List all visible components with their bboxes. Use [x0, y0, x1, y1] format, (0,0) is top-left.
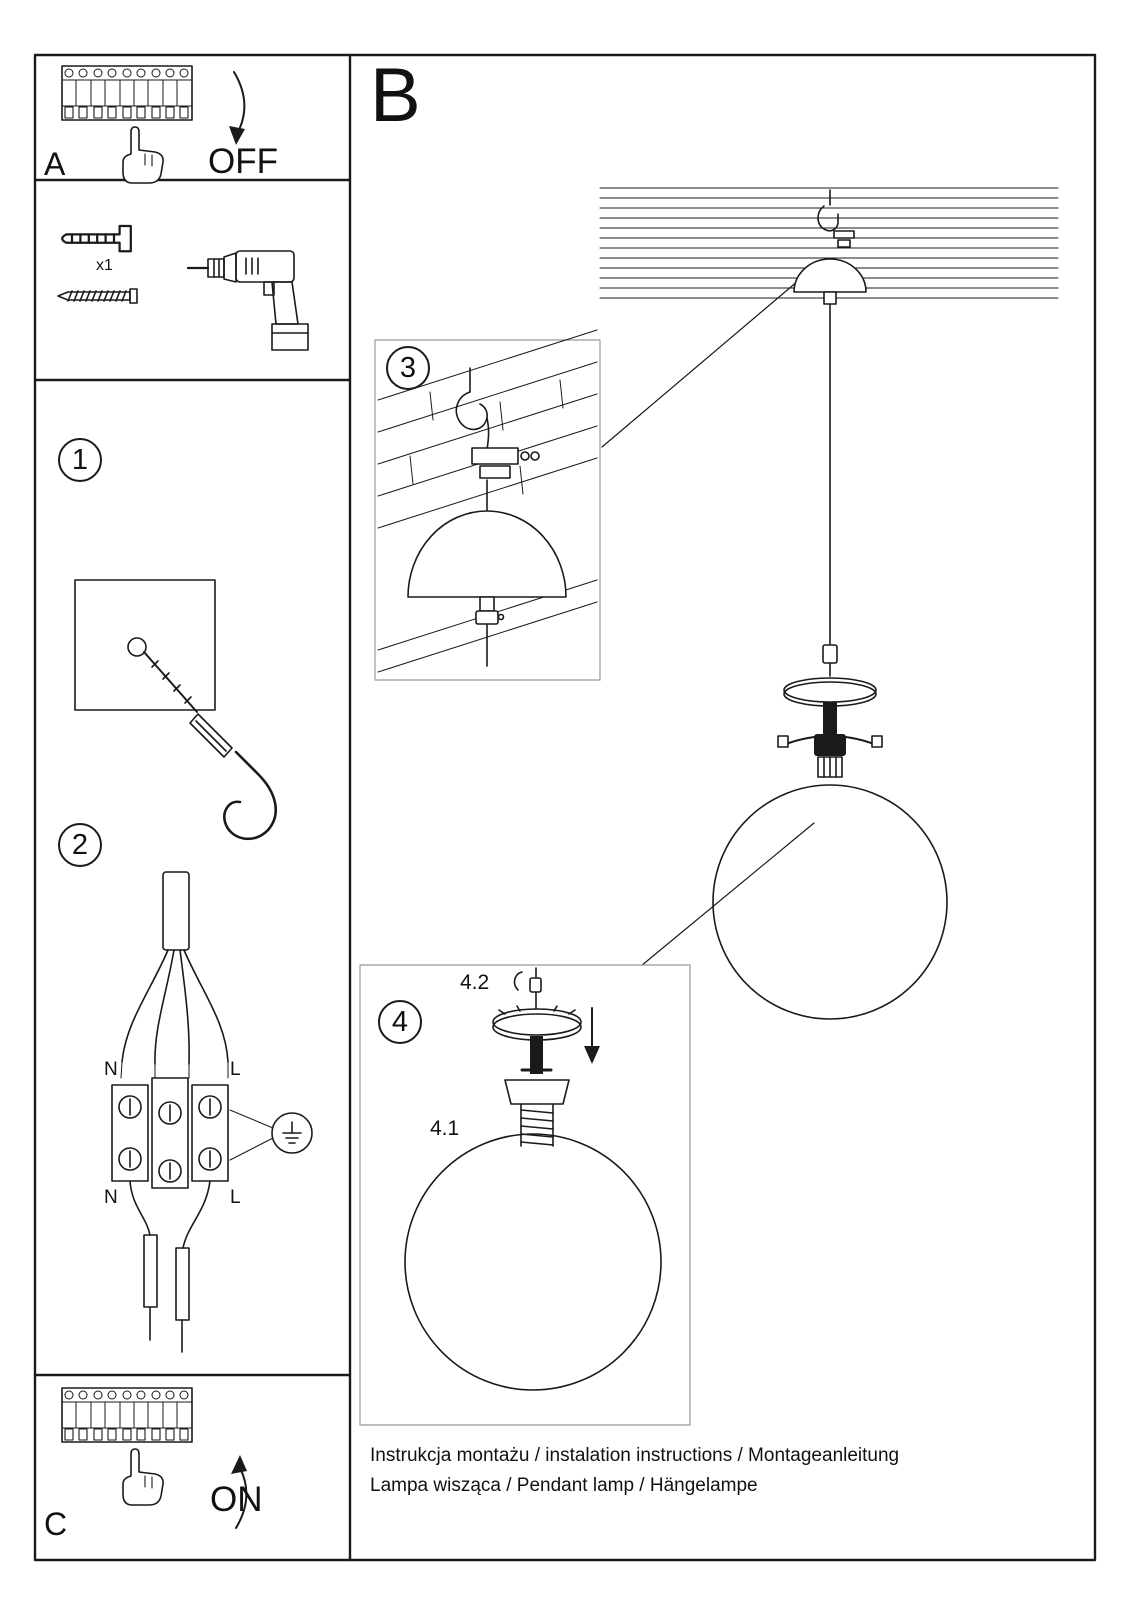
step-3-badge: 3 [386, 346, 430, 390]
circuit-breaker-icon [61, 65, 193, 121]
circuit-breaker-icon [61, 1387, 193, 1443]
wire-sleeves [129, 1180, 211, 1353]
wall-plug-icon [61, 224, 132, 253]
bulb-socket-icon [817, 756, 843, 778]
breaker-on-drawing [61, 1387, 248, 1529]
step-2-badge: 2 [58, 823, 102, 867]
step-4-badge: 4 [378, 1000, 422, 1044]
arrow-up-icon [235, 1467, 248, 1529]
cable-sheath [162, 871, 190, 951]
wire-n-top-label: N [104, 1059, 118, 1080]
arrow-down-icon [584, 1007, 600, 1064]
shade-holder-disc [783, 677, 877, 736]
wire-n-bottom-label: N [104, 1187, 118, 1208]
part-4-2-label: 4.2 [460, 971, 490, 994]
off-label: OFF [208, 142, 278, 181]
terminal-block-icon [111, 1077, 229, 1189]
drill-hole-icon [127, 637, 147, 657]
canopy-icon [407, 510, 567, 667]
screw-icon [57, 288, 138, 304]
inset-step3-drawing [374, 329, 601, 681]
part-4-1-label: 4.1 [430, 1117, 460, 1140]
canopy-icon [793, 258, 867, 305]
section-c-label: C [44, 1506, 68, 1542]
section-b-label: B [370, 53, 421, 138]
glass-globe [712, 784, 948, 1020]
inset-step4-drawing [359, 964, 691, 1426]
page-frame [33, 53, 1097, 1562]
wire-l-top-label: L [230, 1059, 241, 1080]
wall-icon [74, 579, 216, 711]
wire-l-bottom-label: L [230, 1187, 241, 1208]
cord-stopper-detail [513, 967, 542, 1011]
cord-stopper [822, 644, 838, 677]
hand-icon [122, 1448, 164, 1506]
glass-globe [404, 1133, 662, 1391]
footer-product-line: Lampa wisząca / Pendant lamp / Hängelamp… [370, 1475, 758, 1496]
step2-drawing [111, 871, 313, 1353]
shade-holder-disc [492, 1005, 582, 1074]
step-1-badge: 1 [58, 438, 102, 482]
arrow-down-icon [233, 71, 246, 133]
drill-icon [186, 250, 309, 351]
ceiling-hook-icon [223, 750, 277, 841]
step1-drawing [74, 579, 277, 841]
hook-and-connector-icon [455, 367, 540, 513]
main-assembly-drawing [599, 187, 1059, 1020]
tools-drawing [57, 224, 309, 351]
globe-neck-icon [504, 1079, 570, 1147]
inset4-box [359, 964, 691, 1426]
wires [120, 949, 229, 1079]
hook-screw-icon [143, 651, 233, 758]
hand-icon [122, 126, 164, 184]
on-label: ON [210, 1480, 263, 1519]
quantity-label: x1 [96, 257, 113, 274]
globe-bracket-icon [777, 734, 883, 756]
ground-symbol-icon [229, 1109, 313, 1161]
footer-instructions-line: Instrukcja montażu / instalation instruc… [370, 1445, 900, 1466]
section-a-label: A [44, 146, 66, 182]
leader-line-step3 [601, 263, 819, 448]
leader-line-step4 [640, 822, 815, 967]
breaker-off-drawing [61, 65, 246, 184]
ceiling-hook-icon [817, 189, 855, 248]
